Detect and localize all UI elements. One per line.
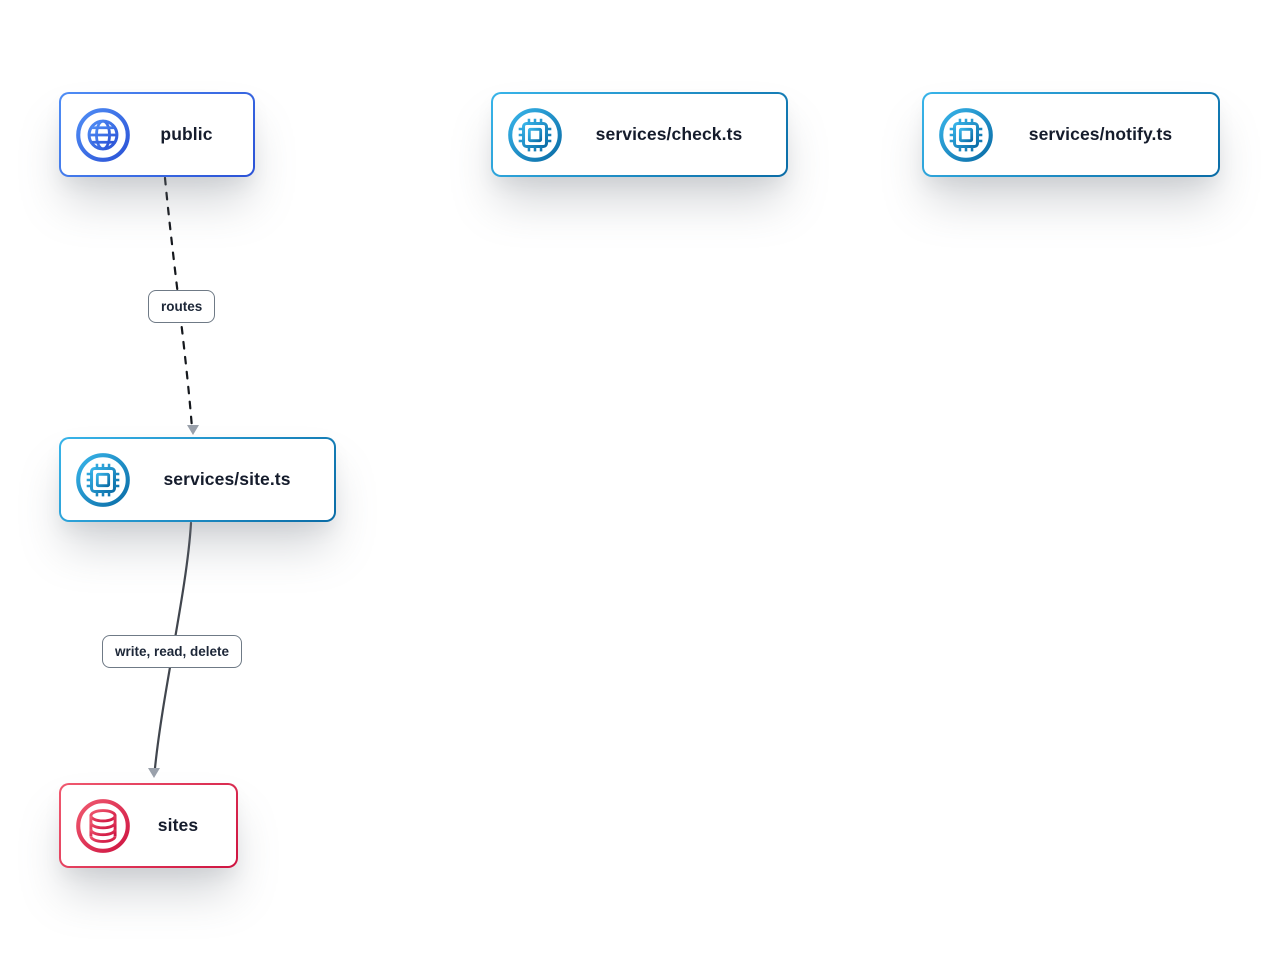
arrowhead-icon: [148, 768, 160, 778]
arrowhead-icon: [187, 425, 199, 435]
edge-label-routes[interactable]: routes: [148, 290, 216, 323]
node-services-notify[interactable]: services/notify.ts: [922, 92, 1220, 177]
node-label: services/check.ts: [595, 124, 743, 144]
chip-icon: [506, 106, 564, 164]
node-label: services/site.ts: [163, 469, 291, 489]
node-public[interactable]: public: [59, 92, 255, 177]
chip-icon: [937, 106, 995, 164]
globe-icon: [74, 106, 132, 164]
node-sites[interactable]: sites: [59, 783, 238, 868]
node-label: public: [160, 124, 213, 144]
node-label: sites: [157, 815, 199, 835]
edge-public-to-site[interactable]: [163, 176, 194, 430]
node-services-check[interactable]: services/check.ts: [491, 92, 788, 177]
database-icon: [74, 797, 132, 855]
chip-icon: [74, 451, 132, 509]
node-label: services/notify.ts: [1028, 124, 1173, 144]
node-services-site[interactable]: services/site.ts: [59, 437, 336, 522]
edge-label-write-read-delete[interactable]: write, read, delete: [102, 635, 243, 668]
